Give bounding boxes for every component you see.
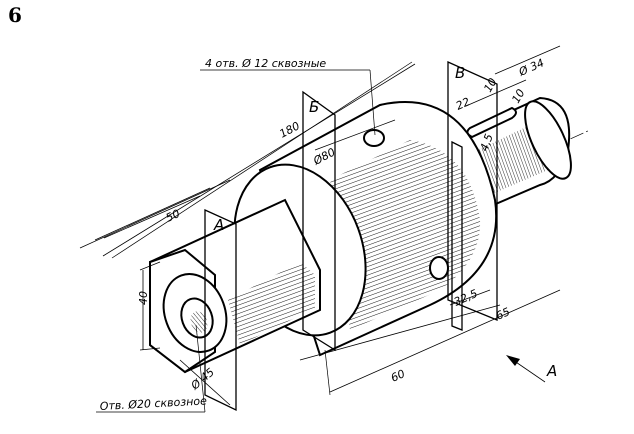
left-square-boss [149,198,321,374]
through-hole-side [429,256,449,280]
section-plane-v [447,60,498,321]
view-arrow-label: А [546,362,557,380]
dim-diameter-34: Ø 34 [516,56,546,79]
dim-slot-10b: 10 [509,87,527,106]
section-plane-a [204,208,237,412]
section-label-b: Б [309,98,319,116]
dim-180: 180 [277,119,302,140]
dim-40: 40 [137,291,150,305]
keyway-slot [466,106,517,139]
dim-50: 50 [164,207,182,225]
dim-slot-22: 22 [454,95,472,113]
section-label-v: В [455,64,465,82]
dim-65: 65 [494,305,512,323]
callout-holes-4: 4 отв. Ø 12 сквозные [205,57,326,70]
dim-60: 60 [389,367,407,385]
task-number: 6 [8,3,22,27]
dim-slot-10a: 10 [481,76,499,95]
callout-hole-20: Отв. Ø20 сквозное [99,394,207,413]
dimension-lines [79,45,561,413]
through-hole-top [363,129,385,147]
center-cylinder [233,101,498,357]
section-label-a: А [213,216,224,234]
view-arrow-a [506,355,546,383]
dim-slot-4-5: 4,5 [478,132,496,153]
